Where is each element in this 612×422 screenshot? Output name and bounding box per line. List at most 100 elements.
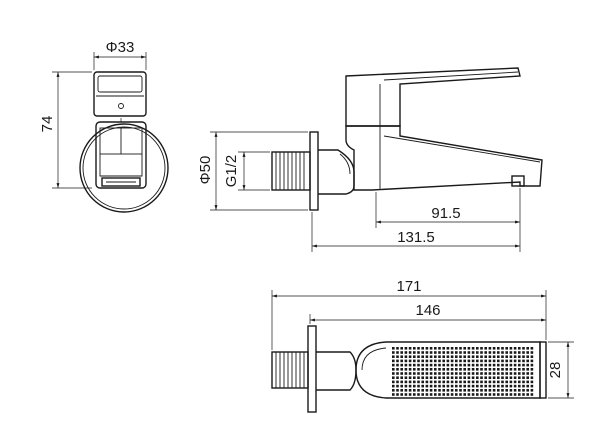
- knurl-dot: [408, 355, 412, 358]
- knurl-dot: [413, 368, 416, 371]
- knurl-dot: [417, 393, 420, 396]
- knurl-dot: [446, 363, 450, 367]
- knurl-dot: [484, 359, 487, 363]
- knurl-dot: [450, 355, 454, 358]
- knurl-dot: [492, 372, 496, 375]
- knurl-dot: [488, 355, 492, 358]
- knurl-dot: [408, 389, 412, 392]
- knurl-dot: [434, 355, 437, 358]
- knurl-dot: [396, 351, 399, 354]
- knurl-dot: [530, 355, 534, 358]
- knurl-dot: [518, 389, 521, 392]
- knurl-dot: [526, 363, 529, 367]
- knurl-dot: [413, 384, 416, 388]
- knurl-dot: [442, 347, 445, 350]
- knurl-dot: [463, 376, 466, 379]
- knurl-dot: [396, 372, 399, 375]
- knurl-dot: [488, 376, 492, 379]
- knurl-dot: [509, 368, 513, 371]
- knurl-dot: [446, 393, 450, 396]
- label-thread: G1/2: [223, 155, 240, 188]
- knurl-dot: [459, 351, 462, 354]
- knurl-dot: [522, 384, 525, 388]
- knurl-dot: [492, 355, 496, 358]
- knurl-dot: [434, 372, 437, 375]
- knurl-dot: [505, 359, 508, 363]
- knurl-dot: [526, 351, 529, 354]
- knurl-dot: [509, 376, 513, 379]
- knurl-dot: [455, 376, 458, 379]
- knurl-dot: [522, 359, 525, 363]
- knurl-dot: [400, 355, 403, 358]
- knurl-dot: [421, 347, 424, 350]
- knurl-dot: [480, 351, 483, 354]
- knurl-dot: [459, 376, 462, 379]
- knurl-dot: [434, 393, 437, 396]
- knurl-dot: [530, 372, 534, 375]
- knurl-dot: [417, 368, 420, 371]
- knurl-dot: [518, 384, 521, 388]
- knurl-dot: [480, 376, 483, 379]
- knurl-dot: [392, 351, 395, 354]
- knurl-dot: [497, 393, 500, 396]
- knurl-dot: [509, 359, 513, 363]
- knurl-dot: [421, 359, 424, 363]
- knurl-dot: [497, 384, 500, 388]
- knurl-dot: [526, 359, 529, 363]
- knurl-dot: [404, 384, 408, 388]
- knurl-dot: [513, 355, 517, 358]
- knurl-dot: [513, 368, 517, 371]
- knurl-dot: [492, 359, 496, 363]
- knurl-dot: [497, 372, 500, 375]
- knurl-dot: [518, 380, 521, 384]
- knurl-dot: [530, 347, 534, 350]
- knurl-dot: [429, 384, 433, 388]
- knurl-dot: [484, 351, 487, 354]
- knurl-dot: [408, 363, 412, 367]
- label-spout-reach: 91.5: [431, 205, 460, 222]
- knurl-dot: [434, 359, 437, 363]
- knurl-dot: [526, 393, 529, 396]
- knurl-dot: [526, 389, 529, 392]
- knurl-dot: [396, 355, 399, 358]
- knurl-dot: [518, 359, 521, 363]
- knurl-dot: [480, 368, 483, 371]
- knurl-dot: [421, 376, 424, 379]
- knurl-dot: [492, 376, 496, 379]
- knurl-dot: [492, 368, 496, 371]
- knurl-dot: [484, 384, 487, 388]
- knurl-dot: [421, 380, 424, 384]
- knurl-dot: [501, 359, 504, 363]
- knurl-dot: [467, 376, 471, 379]
- label-front-height: 74: [39, 116, 56, 133]
- knurl-dot: [429, 351, 433, 354]
- knurl-dot: [513, 359, 517, 363]
- knurl-dot: [425, 359, 429, 363]
- knurl-dot: [530, 351, 534, 354]
- knurl-dot: [476, 380, 479, 384]
- knurl-dot: [438, 363, 441, 367]
- knurl-dot: [450, 384, 454, 388]
- knurl-dot: [492, 347, 496, 350]
- knurl-dot: [471, 389, 475, 392]
- knurl-dot: [480, 384, 483, 388]
- knurl-dot: [400, 351, 403, 354]
- knurl-dot: [446, 384, 450, 388]
- knurl-dot: [505, 393, 508, 396]
- knurl-dot: [425, 389, 429, 392]
- dim-front-height: 74: [39, 71, 92, 189]
- knurl-dot: [501, 347, 504, 350]
- knurl-dot: [417, 380, 420, 384]
- knurl-dot: [438, 384, 441, 388]
- knurl-dot: [413, 363, 416, 367]
- knurl-dot: [421, 393, 424, 396]
- knurl-dot: [518, 363, 521, 367]
- knurl-dot: [421, 355, 424, 358]
- knurl-dot: [501, 351, 504, 354]
- knurl-dot: [413, 393, 416, 396]
- knurl-dot: [505, 372, 508, 375]
- knurl-dot: [497, 368, 500, 371]
- knurl-dot: [459, 389, 462, 392]
- knurl-dot: [501, 389, 504, 392]
- knurl-dot: [476, 372, 479, 375]
